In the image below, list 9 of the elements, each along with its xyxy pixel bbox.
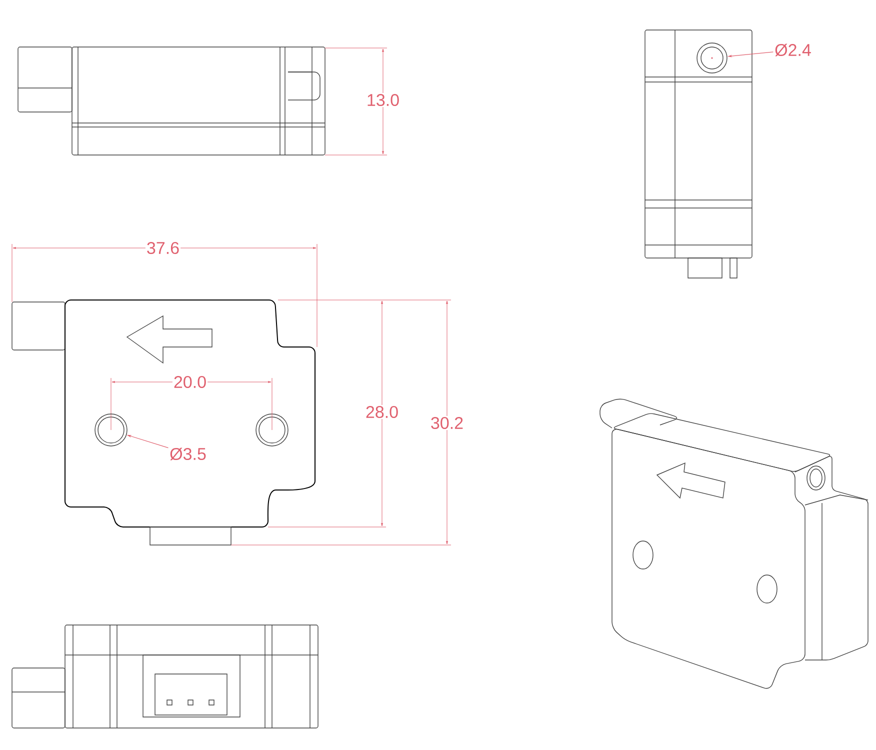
dimension-label: 30.2 — [429, 416, 465, 430]
hole — [94, 414, 128, 446]
hole — [696, 42, 728, 74]
dimension-label: 28.0 — [364, 404, 400, 420]
dimension-label: 13.0 — [365, 92, 401, 108]
dimension-label: 20.0 — [172, 374, 208, 390]
dimension-label: Ø3.5 — [170, 448, 206, 460]
dimension-label: 37.6 — [145, 240, 181, 256]
dimension-label: Ø2.4 — [775, 44, 811, 56]
